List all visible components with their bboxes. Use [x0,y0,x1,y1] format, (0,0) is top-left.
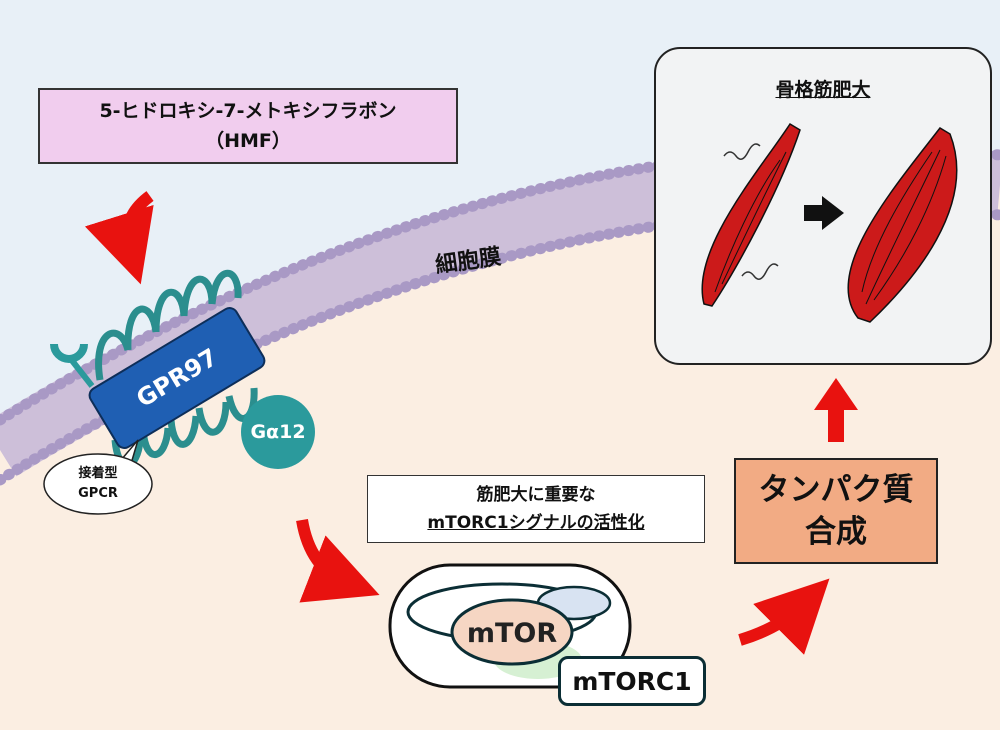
callout-bubble [43,453,153,515]
ga12-label: Gα12 [250,421,306,443]
arrow-protein-to-hypertrophy [814,378,858,442]
protein-synthesis-box: タンパク質 合成 [734,458,938,564]
key-point-line-1: 筋肥大に重要な [476,485,596,505]
callout-line-1: 接着型 [78,466,118,481]
gpr97-receptor [88,307,266,449]
mtor-subunit [450,598,574,666]
protein-synthesis-line-1: タンパク質 [758,472,914,508]
mtorc1-label: mTORC1 [558,656,706,706]
mtor-label: mTOR [466,617,558,649]
adhesion-gpcr-callout: 接着型 GPCR [52,462,144,506]
muscle-after-front [847,127,958,323]
compound-name: 5-ヒドロキシ-7-メトキシフラボン [99,100,397,122]
muscle-panel-title: 骨格筋肥大 [775,79,871,101]
protein-synthesis-line-2: 合成 [805,514,867,550]
compound-box: 5-ヒドロキシ-7-メトキシフラボン （HMF） [38,88,458,164]
squiggle-bottom [741,263,779,280]
muscle-before-front [701,122,801,307]
squiggle-top [723,143,761,160]
key-point-line-2: mTORC1シグナルの活性化 [427,513,645,533]
arrow-ga12-to-mtorc1 [296,518,380,603]
g-alpha12 [241,395,315,469]
muscle-panel-graphics [701,122,958,323]
arrow-mtorc1-to-protein [738,578,830,655]
black-arrow [804,196,844,230]
callout-line-2: GPCR [78,486,118,501]
key-point-box: 筋肥大に重要な mTORC1シグナルの活性化 [367,475,705,543]
arrow-hmf-to-gpr97 [84,191,154,285]
compound-abbreviation: （HMF） [205,130,291,152]
